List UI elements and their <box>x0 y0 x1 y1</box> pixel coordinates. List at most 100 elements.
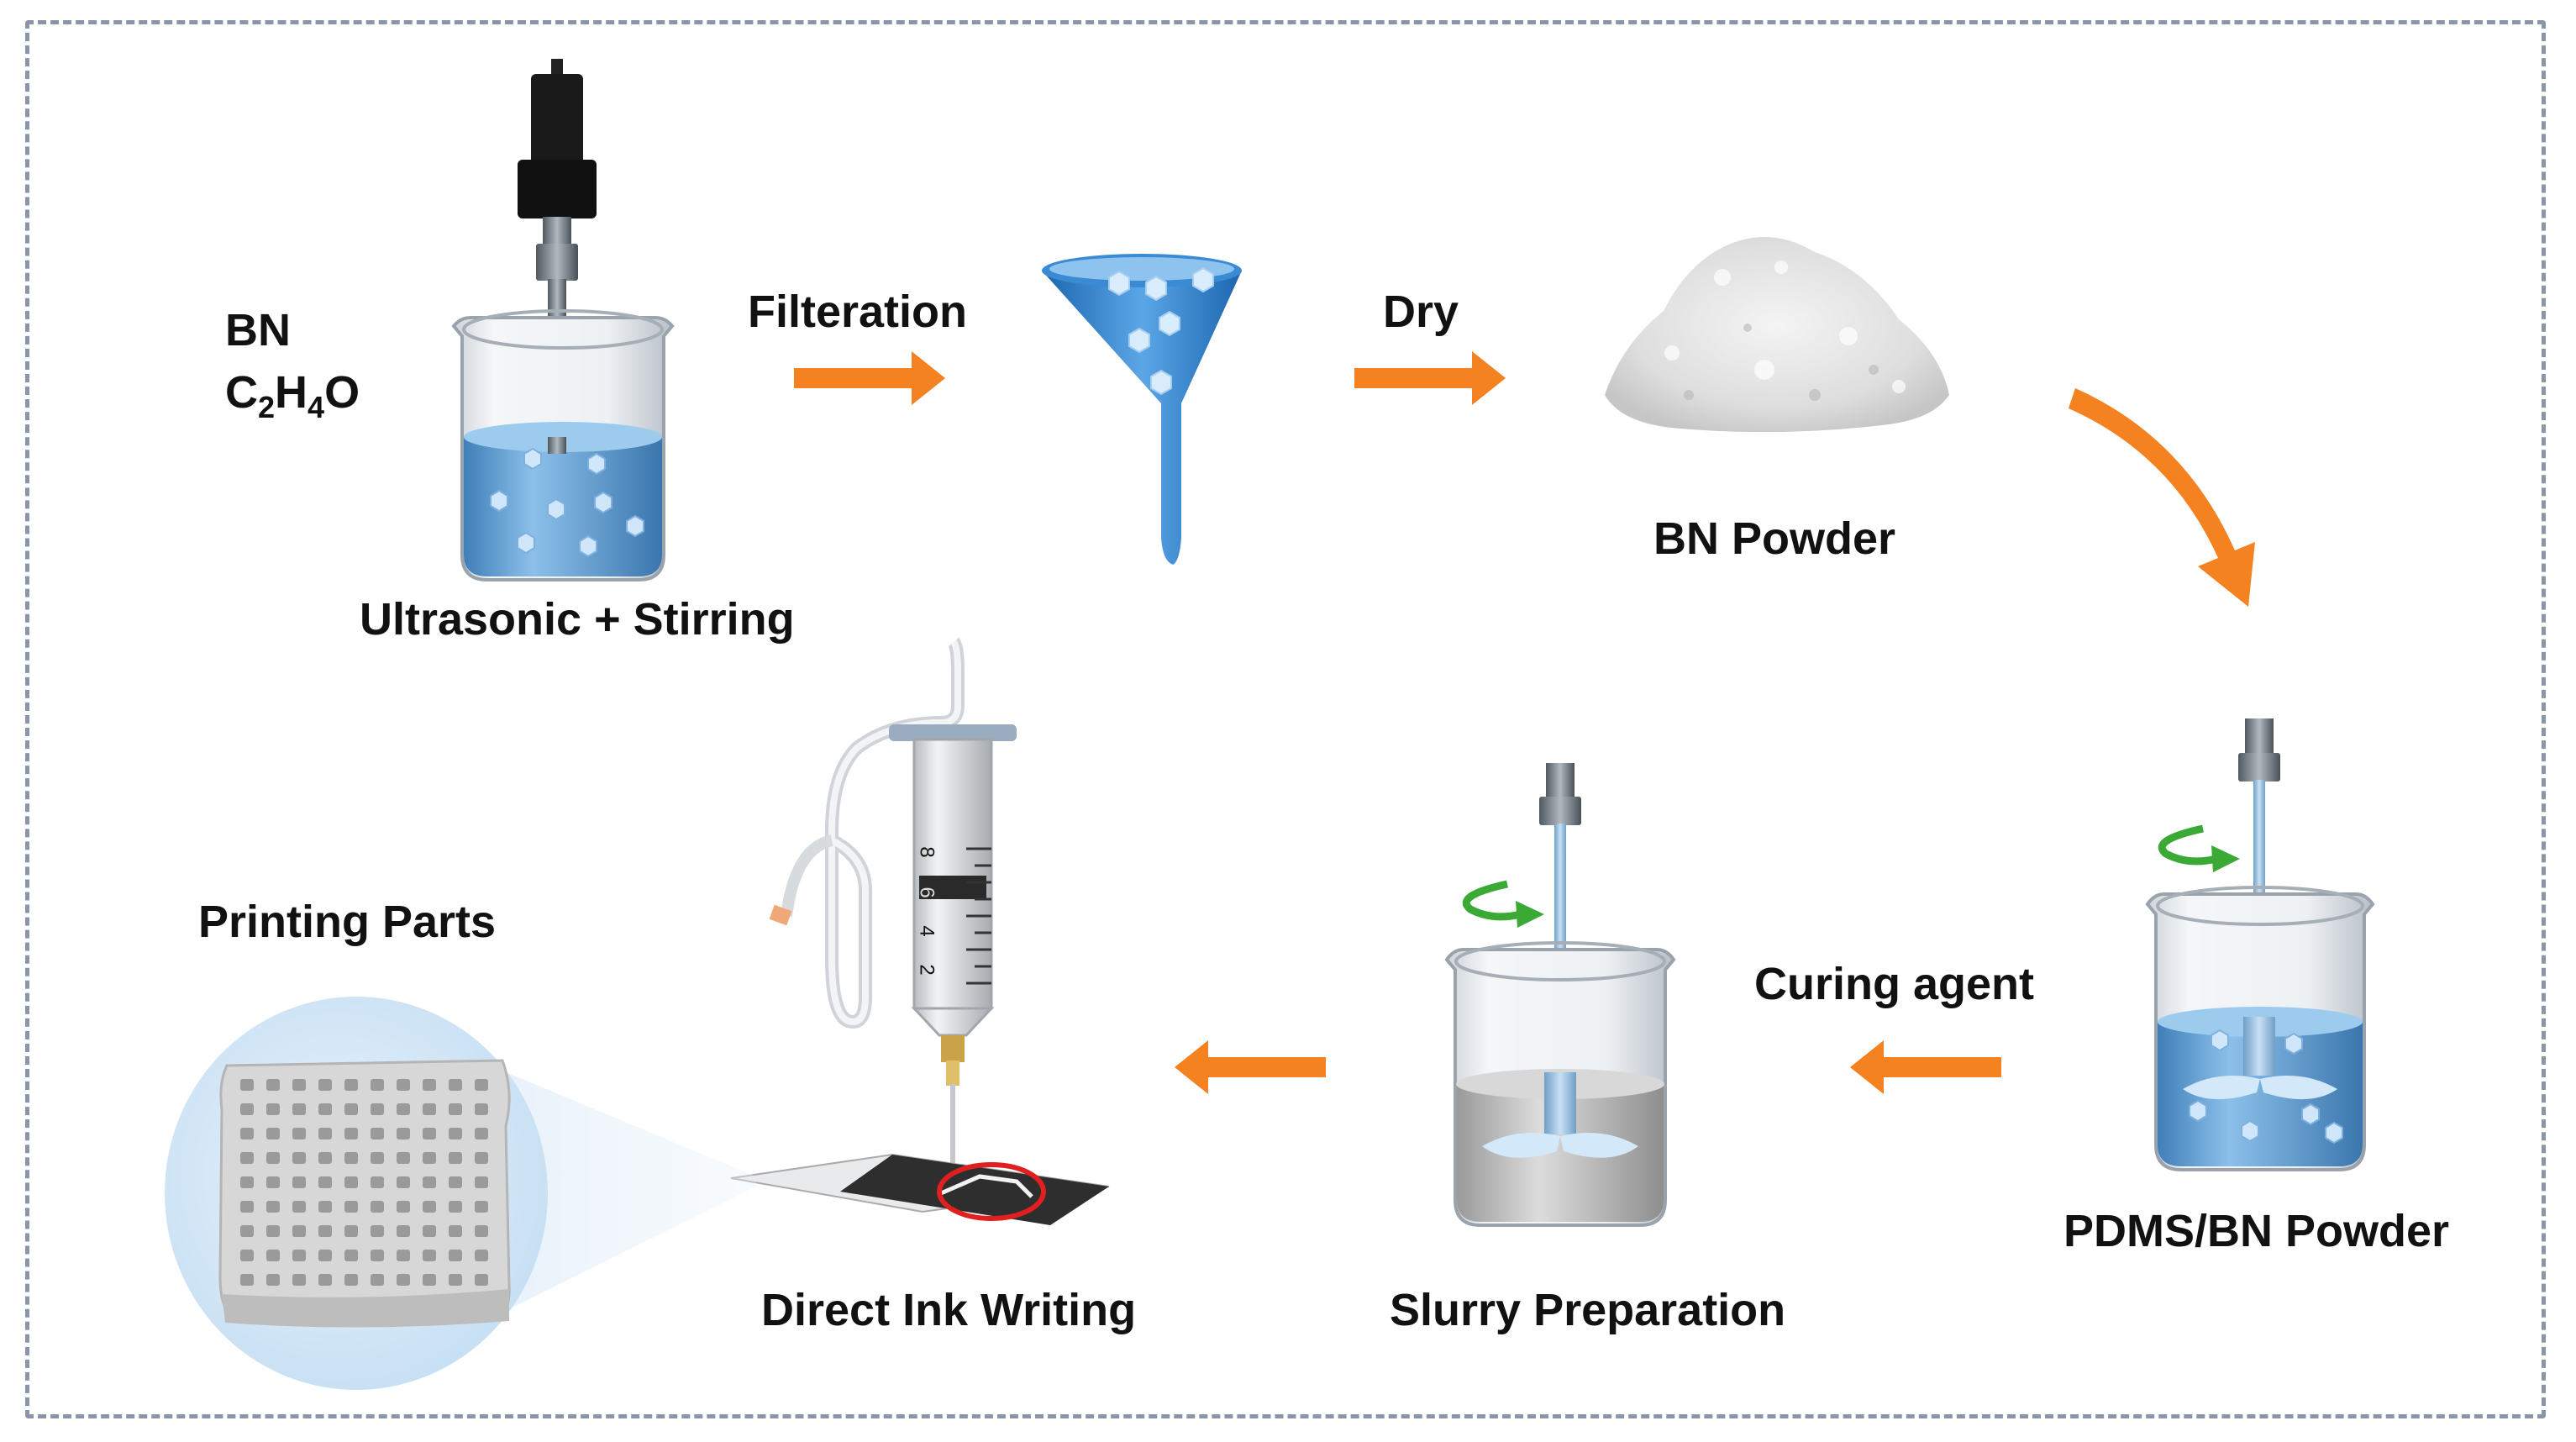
lattice-pore <box>318 1079 332 1091</box>
lattice-pore <box>266 1152 280 1164</box>
lattice-pore <box>344 1250 358 1261</box>
lattice-pore <box>371 1201 384 1213</box>
syringe-icon <box>769 637 1017 1176</box>
syringe-scale-2: 2 <box>915 964 938 976</box>
lattice-pore <box>318 1176 332 1188</box>
label-dry: Dry <box>1383 287 1459 337</box>
lattice-pore <box>266 1274 280 1286</box>
lattice-pore <box>344 1274 358 1286</box>
lattice-pore <box>344 1152 358 1164</box>
lattice-pore <box>344 1225 358 1237</box>
lattice-pore <box>318 1103 332 1115</box>
dashed-frame <box>25 20 2546 1418</box>
funnel-icon <box>1042 254 1242 565</box>
beaker-icon <box>2145 886 2375 1171</box>
lattice-pore <box>423 1176 436 1188</box>
lattice-pore <box>449 1225 462 1237</box>
lattice-pore <box>292 1176 306 1188</box>
lattice-pore <box>240 1079 254 1091</box>
lattice-pore <box>449 1274 462 1286</box>
label-filtration: Filteration <box>748 287 968 337</box>
lattice-pore <box>318 1225 332 1237</box>
lattice-pore <box>397 1176 410 1188</box>
lattice-pore <box>423 1250 436 1261</box>
reagent-formula: C2H4O <box>225 367 360 424</box>
lattice-pore <box>475 1250 488 1261</box>
reagent-bn: BN <box>225 305 291 355</box>
lattice-pore <box>371 1103 384 1115</box>
lattice-pore <box>344 1079 358 1091</box>
lattice-pore <box>266 1176 280 1188</box>
lattice-pore <box>423 1152 436 1164</box>
lattice-pore <box>449 1250 462 1261</box>
lattice-pore <box>240 1128 254 1139</box>
lattice-pore <box>266 1201 280 1213</box>
lattice-pore <box>423 1079 436 1091</box>
lattice-pore <box>344 1128 358 1139</box>
lattice-pore <box>423 1225 436 1237</box>
lattice-pore <box>292 1201 306 1213</box>
lattice-pore <box>318 1152 332 1164</box>
lattice-pore <box>449 1079 462 1091</box>
lattice-pore <box>344 1103 358 1115</box>
rotation-arrow-icon <box>1462 880 1544 928</box>
lattice-pore <box>292 1225 306 1237</box>
lattice-pore <box>318 1274 332 1286</box>
rotation-arrow-icon <box>2158 824 2240 872</box>
label-bn-powder: BN Powder <box>1653 513 1896 564</box>
beaker-icon <box>1444 941 1676 1227</box>
print-substrate <box>730 1153 1110 1225</box>
lattice-pore <box>423 1201 436 1213</box>
label-slurry-preparation: Slurry Preparation <box>1390 1285 1786 1335</box>
lattice-pore <box>449 1103 462 1115</box>
lattice-pore <box>240 1152 254 1164</box>
lattice-pore <box>318 1250 332 1261</box>
lattice-pore <box>240 1103 254 1115</box>
lattice-pore <box>344 1201 358 1213</box>
label-pdms-bn-powder: PDMS/BN Powder <box>2063 1206 2450 1256</box>
printed-lattice-icon <box>165 997 756 1390</box>
beaker-icon <box>451 309 675 582</box>
lattice-pore <box>371 1225 384 1237</box>
lattice-pore <box>475 1152 488 1164</box>
lattice-pore <box>240 1274 254 1286</box>
lattice-pore <box>266 1079 280 1091</box>
lattice-pore <box>240 1225 254 1237</box>
lattice-pore <box>397 1152 410 1164</box>
syringe-scale-8: 8 <box>915 846 938 858</box>
lattice-pore <box>371 1250 384 1261</box>
powder-pile-icon <box>1605 237 1949 433</box>
lattice-pore <box>266 1103 280 1115</box>
lattice-pore <box>449 1128 462 1139</box>
lattice-pore <box>449 1201 462 1213</box>
lattice-pore <box>318 1128 332 1139</box>
lattice-pore <box>266 1225 280 1237</box>
lattice-pore <box>240 1201 254 1213</box>
lattice-pore <box>423 1103 436 1115</box>
lattice-pore <box>475 1201 488 1213</box>
lattice-pore <box>475 1225 488 1237</box>
lattice-pore <box>371 1152 384 1164</box>
lattice-pore <box>475 1176 488 1188</box>
lattice-pore <box>292 1250 306 1261</box>
lattice-pore <box>397 1274 410 1286</box>
lattice-pore <box>423 1128 436 1139</box>
lattice-pore <box>449 1176 462 1188</box>
lattice-pore <box>292 1152 306 1164</box>
lattice-pore <box>344 1176 358 1188</box>
lattice-pore <box>371 1176 384 1188</box>
lattice-pore <box>292 1079 306 1091</box>
lattice-pore <box>397 1225 410 1237</box>
label-curing-agent: Curing agent <box>1754 959 2034 1009</box>
lattice-pore <box>449 1152 462 1164</box>
lattice-pore <box>475 1103 488 1115</box>
lattice-pore <box>240 1176 254 1188</box>
lattice-pore <box>266 1128 280 1139</box>
lattice-pore <box>397 1128 410 1139</box>
lattice-pore <box>475 1274 488 1286</box>
label-printing-parts: Printing Parts <box>198 897 497 947</box>
lattice-pore <box>371 1274 384 1286</box>
lattice-pore <box>318 1201 332 1213</box>
lattice-pore <box>397 1250 410 1261</box>
